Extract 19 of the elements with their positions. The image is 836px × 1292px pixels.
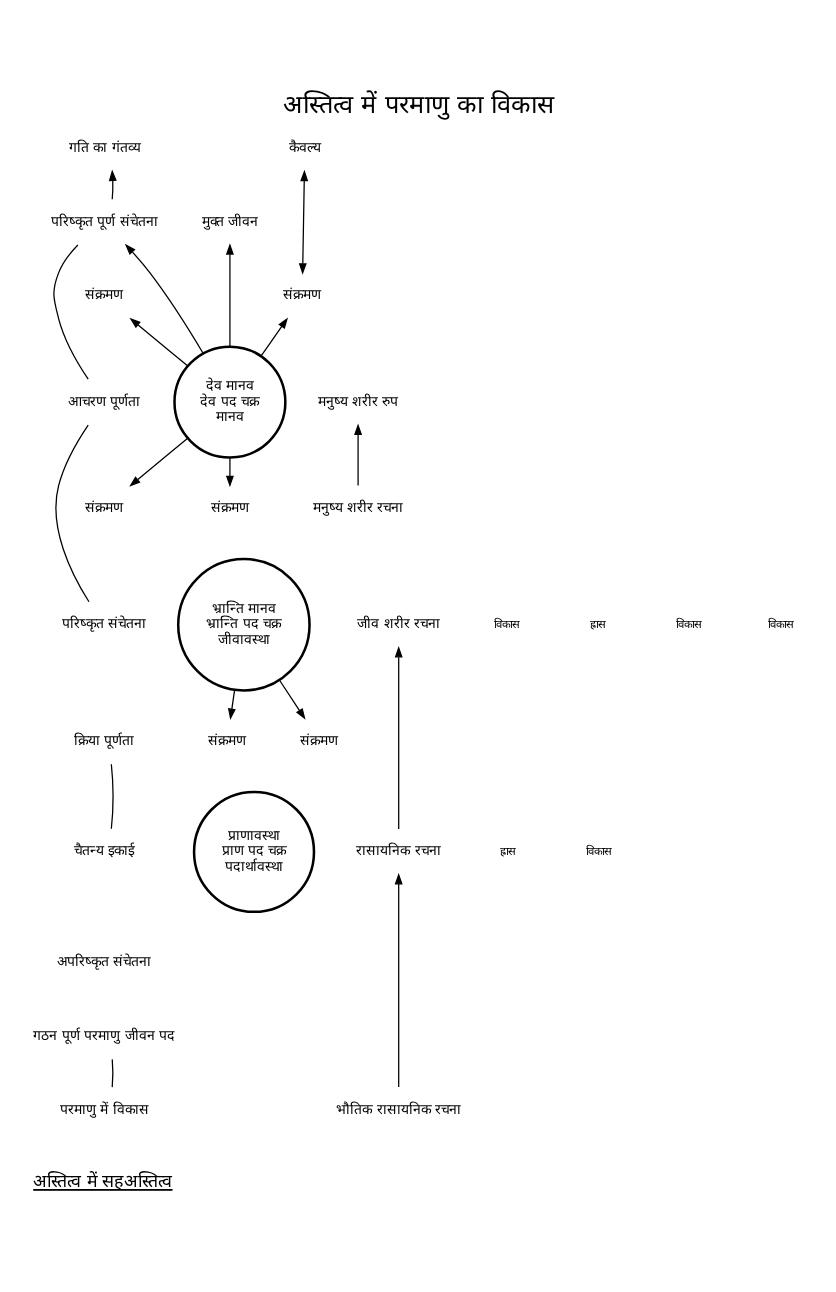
connector (54, 423, 89, 602)
diagram-title: अस्तित्व में परमाणु का विकास (281, 87, 555, 118)
arrow (393, 872, 402, 1087)
arrow (353, 422, 362, 486)
arrow (128, 436, 187, 486)
connector (110, 1057, 113, 1087)
arrow (128, 316, 188, 366)
arrow (259, 316, 287, 356)
arrow (123, 242, 203, 353)
arrow (107, 168, 116, 199)
arrow (277, 678, 305, 719)
arrow (226, 688, 235, 719)
connector (52, 243, 88, 379)
arrow (224, 242, 233, 346)
connector (109, 762, 113, 829)
arrow (297, 168, 308, 274)
arrow (393, 645, 402, 829)
arrow (224, 456, 233, 487)
caption: अस्तित्व में सहअस्तित्व (32, 1172, 172, 1192)
